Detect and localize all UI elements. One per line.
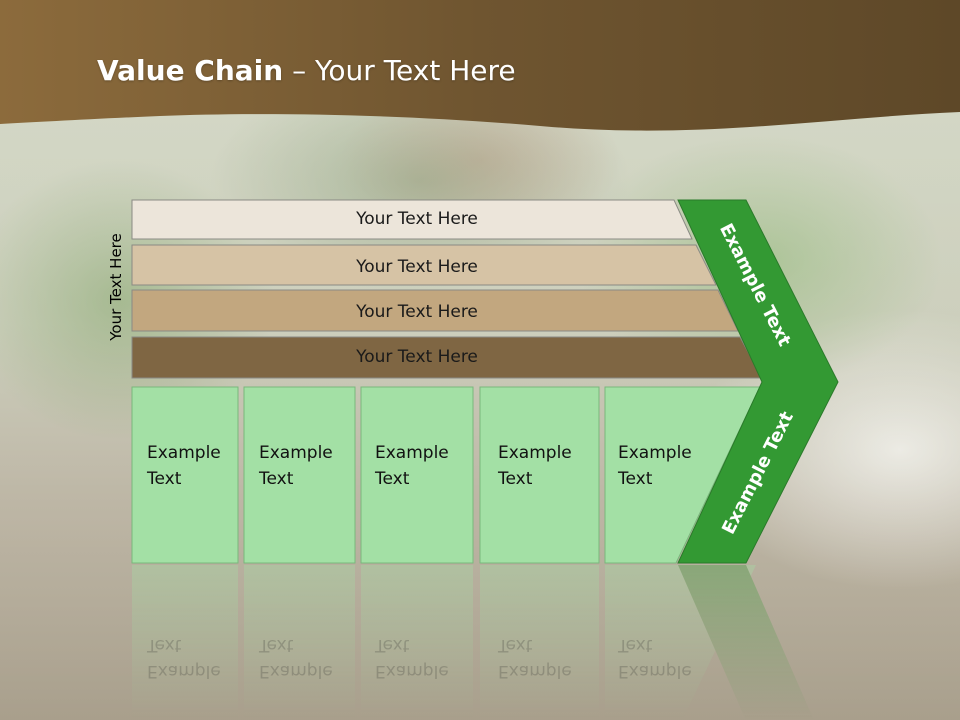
box-reflection — [244, 565, 355, 720]
chain-bar-2 — [131, 244, 717, 286]
slide-title: Value Chain – Your Text Here — [97, 54, 516, 87]
activity-box-2 — [243, 386, 356, 564]
chevron-reflection — [678, 565, 814, 720]
bar-label-1: Your Text Here — [356, 209, 478, 229]
chain-bar-1 — [131, 199, 693, 240]
activity-box-4 — [479, 386, 600, 564]
header-band — [0, 0, 960, 131]
box-reflection — [480, 565, 599, 720]
reflection-group — [132, 565, 814, 720]
side-label: Your Text Here — [107, 233, 125, 341]
activity-box-1 — [131, 386, 239, 564]
box-reflection — [361, 565, 473, 720]
bar-label-4: Your Text Here — [356, 347, 478, 367]
activity-box-3 — [360, 386, 474, 564]
bar-label-3: Your Text Here — [356, 302, 478, 322]
activity-box-5 — [604, 386, 761, 564]
bar-label-2: Your Text Here — [356, 257, 478, 277]
margin-chevron — [677, 199, 839, 564]
box-reflection — [132, 565, 238, 720]
